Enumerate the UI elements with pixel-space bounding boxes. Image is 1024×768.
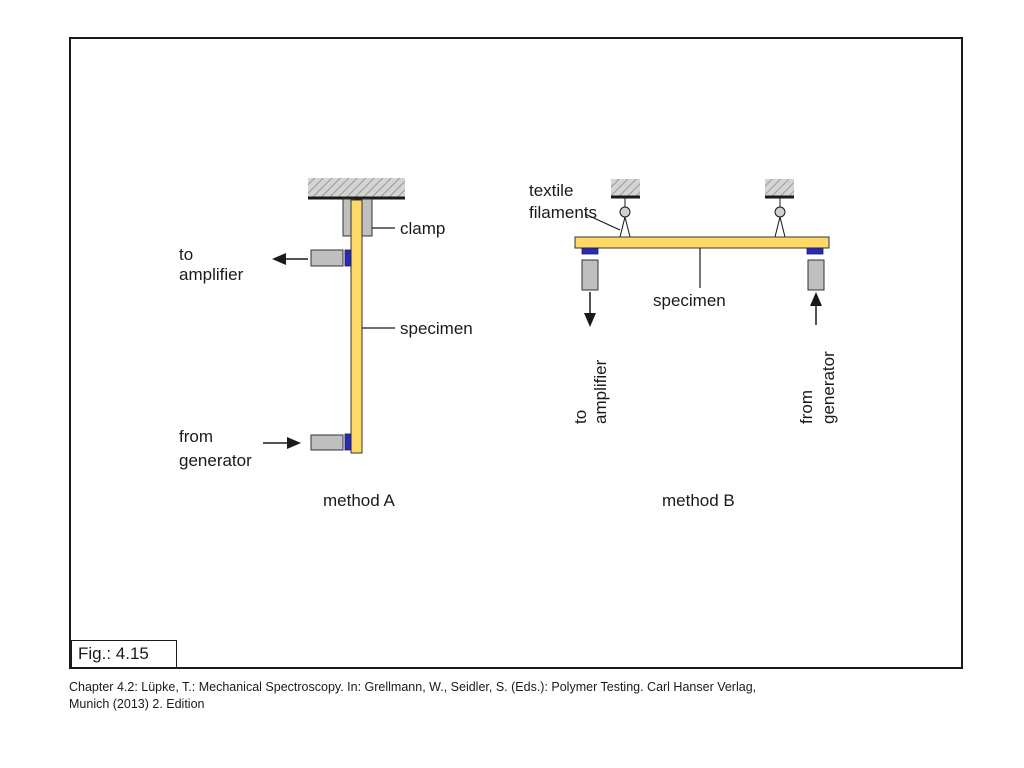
transducer-bottom-a <box>344 433 352 451</box>
to-amplifier-label-a-line1: to <box>179 245 193 264</box>
method-a-title: method A <box>323 491 395 510</box>
clamp-right-jaw <box>360 198 373 237</box>
arrowhead-from-generator-a <box>287 437 301 449</box>
filament-right-a <box>774 216 781 238</box>
ceiling-support <box>308 178 405 198</box>
to-amplifier-label-b-line1: to <box>571 410 590 424</box>
transducer-right-b <box>806 247 824 255</box>
pickup-block-a <box>310 249 344 267</box>
caption-line-2: Munich (2013) 2. Edition <box>69 697 205 711</box>
transducer-top-a <box>344 249 352 267</box>
filament-left-b <box>624 216 631 238</box>
figure-frame <box>69 37 963 669</box>
filaments-label-line2: filaments <box>529 203 597 222</box>
caption-line-1: Chapter 4.2: Lüpke, T.: Mechanical Spect… <box>69 680 757 694</box>
filament-left-knot <box>619 206 631 218</box>
method-b-title: method B <box>662 491 735 510</box>
to-amplifier-label-a-line2: amplifier <box>179 265 244 284</box>
figure-number: Fig.: 4.15 <box>71 640 177 668</box>
driver-block-b <box>807 259 825 291</box>
filament-left-a <box>619 216 626 238</box>
from-generator-label-b-line1: from <box>797 390 816 424</box>
arrowhead-to-amplifier-a <box>272 253 286 265</box>
specimen-label-b: specimen <box>653 291 726 310</box>
filaments-label-line1: textile <box>529 181 573 200</box>
arrowhead-from-generator-b <box>810 292 822 306</box>
specimen-label-a: specimen <box>400 319 473 338</box>
specimen-bar-a <box>350 199 363 454</box>
figure-caption: Chapter 4.2: Lüpke, T.: Mechanical Spect… <box>69 679 969 713</box>
arrowhead-to-amplifier-b <box>584 313 596 327</box>
method-b: textile filaments specimen to amplifier … <box>529 179 838 510</box>
support-right-b <box>765 179 794 197</box>
filament-right-knot <box>774 206 786 218</box>
to-amplifier-label-b-line2: amplifier <box>591 359 610 424</box>
from-generator-label-a-line1: from <box>179 427 213 446</box>
clamp-label: clamp <box>400 219 445 238</box>
from-generator-label-b-line2: generator <box>819 351 838 424</box>
pickup-block-b <box>581 259 599 291</box>
method-a: clamp specimen to amplifier from generat… <box>179 178 473 510</box>
driver-block-a <box>310 434 344 451</box>
specimen-bar-b <box>574 236 830 249</box>
filaments-leader <box>584 213 621 231</box>
filament-right-b <box>779 216 786 238</box>
transducer-left-b <box>581 247 599 255</box>
from-generator-label-a-line2: generator <box>179 451 252 470</box>
support-left-b <box>611 179 640 197</box>
